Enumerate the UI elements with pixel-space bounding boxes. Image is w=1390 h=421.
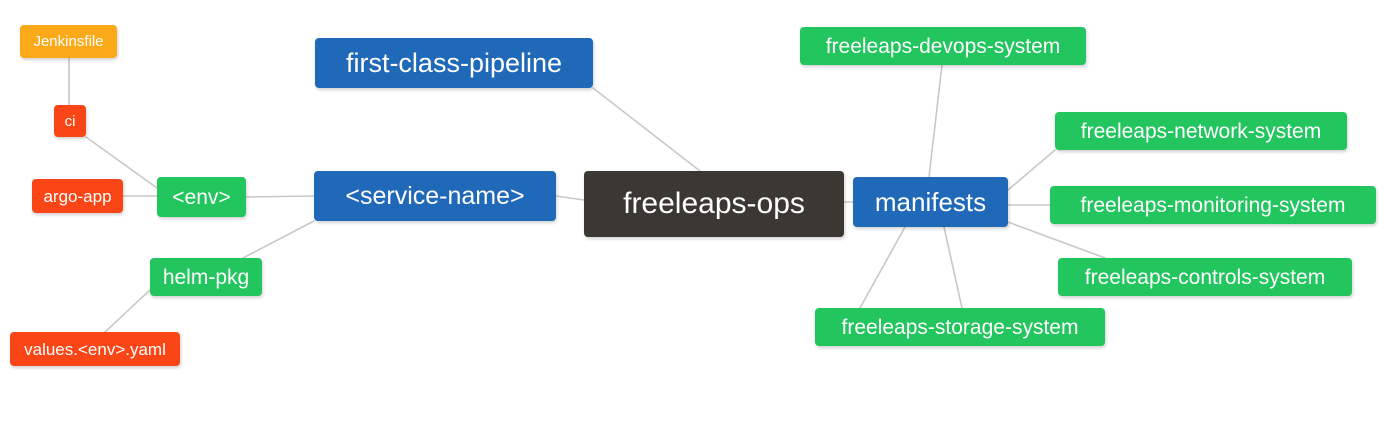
mindmap-node-values-yaml[interactable]: values.<env>.yaml (10, 332, 180, 366)
edge-first-class-pipeline-to-freeleaps-ops (592, 87, 701, 172)
edge-service-name-to-env (245, 195, 315, 198)
mindmap-node-label: ci (64, 112, 76, 130)
mindmap-node-jenkinsfile[interactable]: Jenkinsfile (20, 25, 117, 58)
mindmap-node-freeleaps-network-system[interactable]: freeleaps-network-system (1055, 112, 1347, 150)
mindmap-node-manifests[interactable]: manifests (853, 177, 1008, 227)
mindmap-node-label: first-class-pipeline (345, 47, 563, 78)
mindmap-node-label: freeleaps-controls-system (1084, 265, 1326, 289)
mindmap-node-service-name[interactable]: <service-name> (314, 171, 556, 221)
mindmap-node-freeleaps-monitoring-system[interactable]: freeleaps-monitoring-system (1050, 186, 1376, 224)
edge-manifests-to-freeleaps-network-system (1007, 149, 1056, 191)
edge-manifests-to-freeleaps-controls-system (1007, 221, 1106, 259)
mindmap-node-freeleaps-storage-system[interactable]: freeleaps-storage-system (815, 308, 1105, 346)
mindmap-node-ci[interactable]: ci (54, 105, 86, 137)
mindmap-node-freeleaps-controls-system[interactable]: freeleaps-controls-system (1058, 258, 1352, 296)
mindmap-node-label: manifests (874, 187, 987, 217)
edge-manifests-to-freeleaps-devops-system (928, 64, 943, 178)
mindmap-node-label: freeleaps-devops-system (825, 34, 1061, 58)
mindmap-node-argo-app[interactable]: argo-app (32, 179, 123, 213)
mindmap-node-label: helm-pkg (162, 265, 250, 289)
mindmap-node-label: Jenkinsfile (33, 33, 104, 50)
mindmap-node-label: <env> (172, 185, 231, 209)
mindmap-node-label: <service-name> (345, 181, 525, 210)
mindmap-node-freeleaps-devops-system[interactable]: freeleaps-devops-system (800, 27, 1086, 65)
mindmap-node-label: freeleaps-ops (623, 187, 805, 220)
edge-helm-pkg-to-values-yaml (104, 289, 151, 333)
mindmap-node-label: freeleaps-storage-system (841, 315, 1079, 339)
mindmap-node-env[interactable]: <env> (157, 177, 246, 217)
mindmap-node-helm-pkg[interactable]: helm-pkg (150, 258, 262, 296)
mindmap-node-label: freeleaps-monitoring-system (1080, 193, 1346, 217)
edge-service-name-to-freeleaps-ops (555, 195, 585, 201)
mindmap-node-label: freeleaps-network-system (1080, 119, 1322, 143)
edge-manifests-to-storage-alt (859, 226, 906, 309)
mindmap-node-first-class-pipeline[interactable]: first-class-pipeline (315, 38, 593, 88)
mindmap-node-label: argo-app (43, 186, 112, 206)
edge-service-name-to-helm-pkg (242, 220, 315, 259)
edge-manifests-to-freeleaps-storage-system (943, 226, 963, 309)
mindmap-node-label: values.<env>.yaml (24, 339, 166, 359)
mindmap-node-freeleaps-ops[interactable]: freeleaps-ops (584, 171, 844, 237)
